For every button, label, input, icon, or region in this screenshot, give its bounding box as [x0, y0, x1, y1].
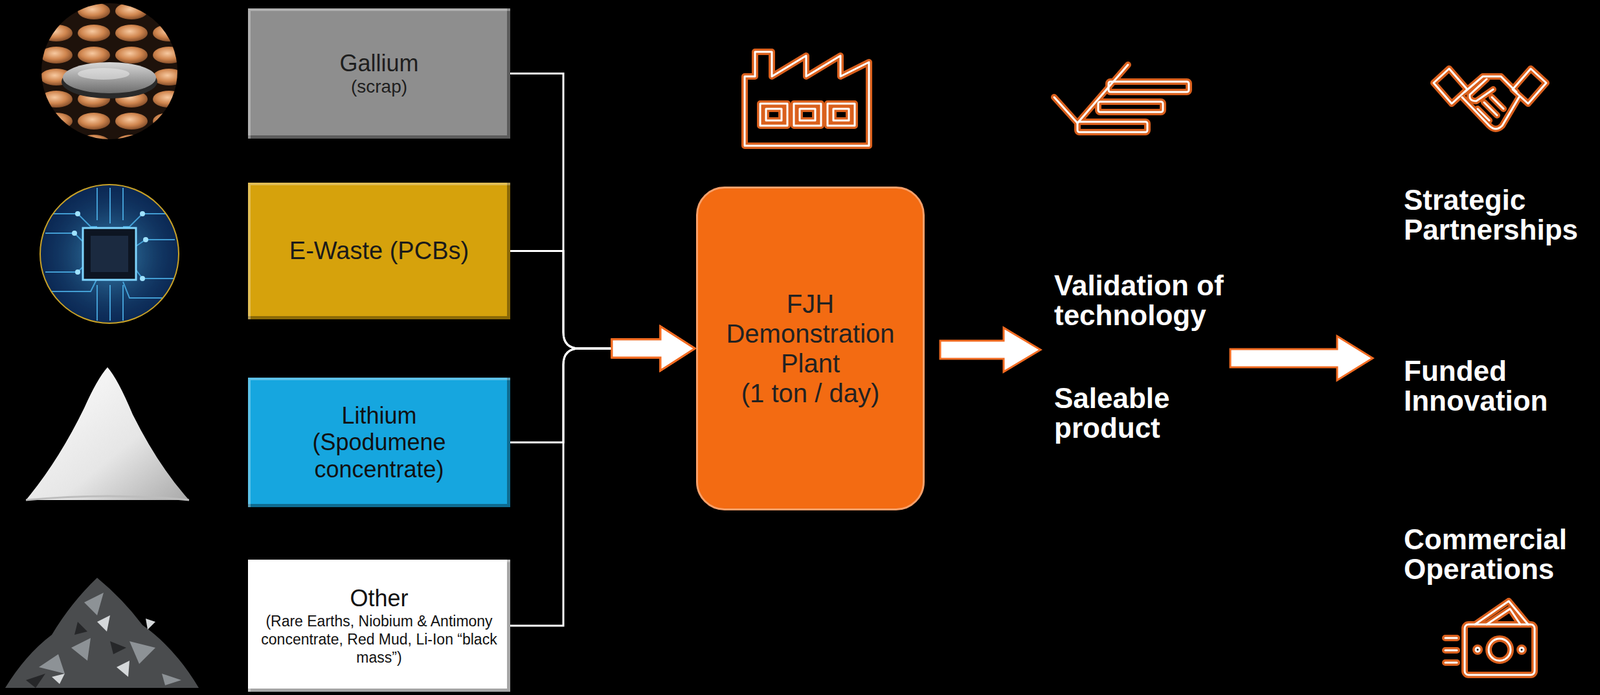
handshake-icon [1433, 68, 1547, 129]
illustration-part [143, 236, 149, 243]
money-icon [1445, 600, 1535, 675]
illustration-part [38, 183, 182, 327]
flow-arrow [940, 327, 1041, 372]
illustration-part [97, 615, 111, 632]
node-title: Other [349, 584, 408, 612]
source-box: Gallium(scrap) [247, 8, 511, 139]
process-box: FJH Demonstration Plant(1 ton / day) [696, 186, 925, 511]
connector-line [510, 348, 612, 626]
illustration-part [38, 592, 182, 686]
illustration-part [38, 183, 182, 327]
pcb-picture [38, 183, 182, 327]
illustration-part [25, 367, 190, 500]
node-title: E-Waste (PCBs) [289, 236, 469, 266]
merge-connector [510, 73, 695, 372]
illustration-part [51, 673, 65, 684]
factory-icon [744, 51, 869, 146]
outcome-label: Strategic Partnerships [1403, 185, 1593, 245]
illustration-part [75, 211, 81, 217]
illustration-part [5, 577, 199, 688]
illustration-part [45, 187, 175, 321]
block-arrowhead [611, 326, 695, 371]
connector-line [510, 251, 612, 350]
node-title: Lithium (Spodumene concentrate) [304, 402, 454, 483]
powder-picture [25, 367, 190, 500]
block-arrowhead [611, 326, 695, 371]
illustration-part [82, 227, 136, 280]
source-box: E-Waste (PCBs) [247, 182, 511, 320]
illustration-part [97, 187, 124, 224]
outcome-label: Funded Innovation [1403, 356, 1593, 416]
illustration-part [25, 495, 190, 500]
illustration-part [51, 615, 156, 684]
illustration-part [161, 673, 182, 686]
flow-arrow [1230, 336, 1373, 381]
illustration-part [110, 641, 127, 654]
block-arrowhead [611, 326, 695, 371]
node-subtitle: (scrap) [350, 76, 408, 98]
illustration-part [45, 233, 85, 243]
illustration-part [71, 637, 91, 661]
illustration-part [1054, 64, 1189, 133]
illustration-part [744, 51, 869, 146]
connector-line [510, 73, 612, 350]
illustration-part [90, 235, 129, 272]
merge-connector [510, 326, 695, 626]
illustration-part [145, 618, 156, 630]
node-subtitle: (1 ton / day) [741, 378, 880, 408]
node-subtitle: (Rare Earths, Niobium & Antimony concent… [259, 611, 500, 667]
illustration-part [132, 265, 175, 279]
illustration-part [1445, 600, 1535, 675]
illustration-part [97, 284, 124, 321]
wafer-picture [38, 0, 182, 143]
outcome-label: Saleable product [1054, 383, 1237, 443]
block-arrowhead [611, 326, 695, 371]
illustration-part [40, 184, 179, 324]
check-icon [1054, 64, 1189, 133]
scrap-picture [5, 577, 199, 688]
illustration-part [139, 211, 146, 217]
node-title: Gallium [339, 49, 419, 77]
illustration-part [129, 641, 156, 664]
illustration-part [139, 275, 146, 282]
illustration-part [45, 213, 98, 227]
illustration-part [84, 592, 104, 616]
merge-connector [510, 251, 695, 372]
illustration-part [25, 673, 46, 688]
illustration-part [71, 211, 149, 282]
illustration-part [38, 0, 182, 143]
source-box: Other(Rare Earths, Niobium & Antimony co… [247, 559, 511, 692]
illustration-part [135, 239, 175, 247]
illustration-part [75, 269, 81, 275]
illustration-part [116, 660, 130, 677]
illustration-part [45, 262, 88, 272]
illustration-part [71, 230, 78, 236]
outcome-label: Validation of technology [1054, 270, 1237, 331]
illustration-part [74, 621, 88, 635]
illustration-part [1433, 68, 1547, 129]
node-title: FJH Demonstration Plant [723, 288, 899, 379]
illustration-part [1433, 68, 1547, 129]
connector-line [510, 348, 612, 443]
illustration-part [744, 51, 869, 146]
merge-connector [510, 326, 695, 443]
illustration-part [62, 62, 157, 94]
illustration-part [38, 183, 182, 327]
source-box: Lithium (Spodumene concentrate) [247, 377, 511, 508]
illustration-part [25, 621, 127, 688]
outcome-label: Commercial Operations [1403, 524, 1593, 585]
illustration-part [77, 67, 130, 80]
illustration-part [1445, 600, 1535, 675]
illustration-part [1054, 64, 1189, 133]
illustration-part [38, 653, 65, 674]
